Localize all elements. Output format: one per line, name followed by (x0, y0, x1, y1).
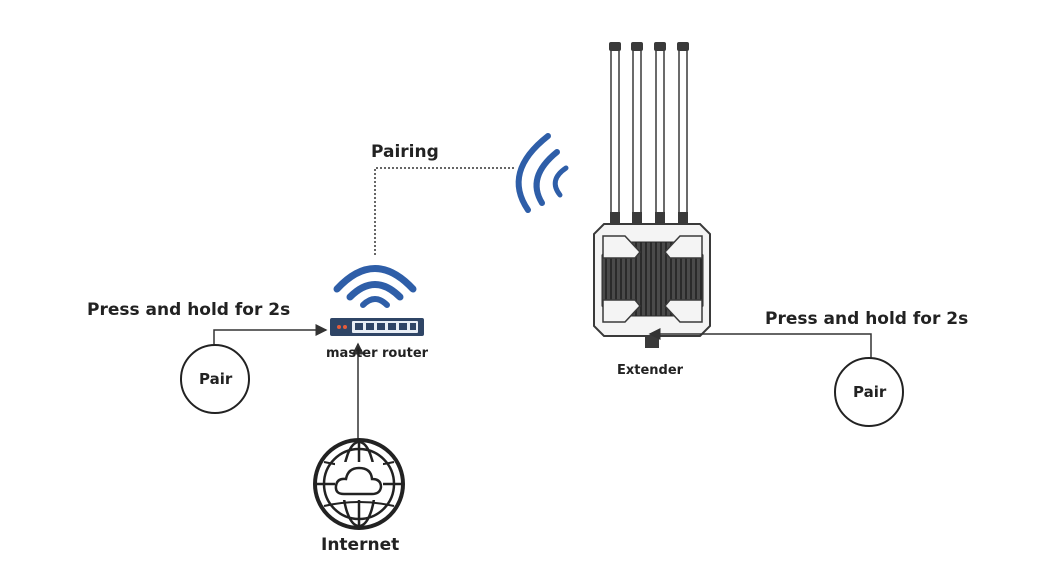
right-pair-label[interactable]: Pair (853, 383, 887, 401)
pair-button[interactable] (834, 357, 904, 427)
pair-button[interactable] (180, 344, 250, 414)
right-instruction: Press and hold for 2s (765, 309, 969, 329)
internet-label: Internet (321, 535, 400, 555)
left-instruction: Press and hold for 2s (87, 300, 291, 320)
wifi-icon (333, 265, 417, 308)
extender-icon (593, 223, 711, 348)
router-label: master router (326, 346, 429, 361)
antenna-icon (610, 47, 688, 221)
wifi-icon (515, 133, 569, 213)
pairing-dotted-line (374, 167, 515, 255)
extender-label: Extender (617, 363, 684, 378)
router-icon (330, 318, 424, 336)
right-pair-connector (648, 328, 872, 358)
left-pair-label[interactable]: Pair (199, 370, 233, 388)
cloud-icon (334, 462, 383, 500)
left-pair-connector (213, 324, 328, 345)
pairing-label: Pairing (371, 142, 439, 162)
